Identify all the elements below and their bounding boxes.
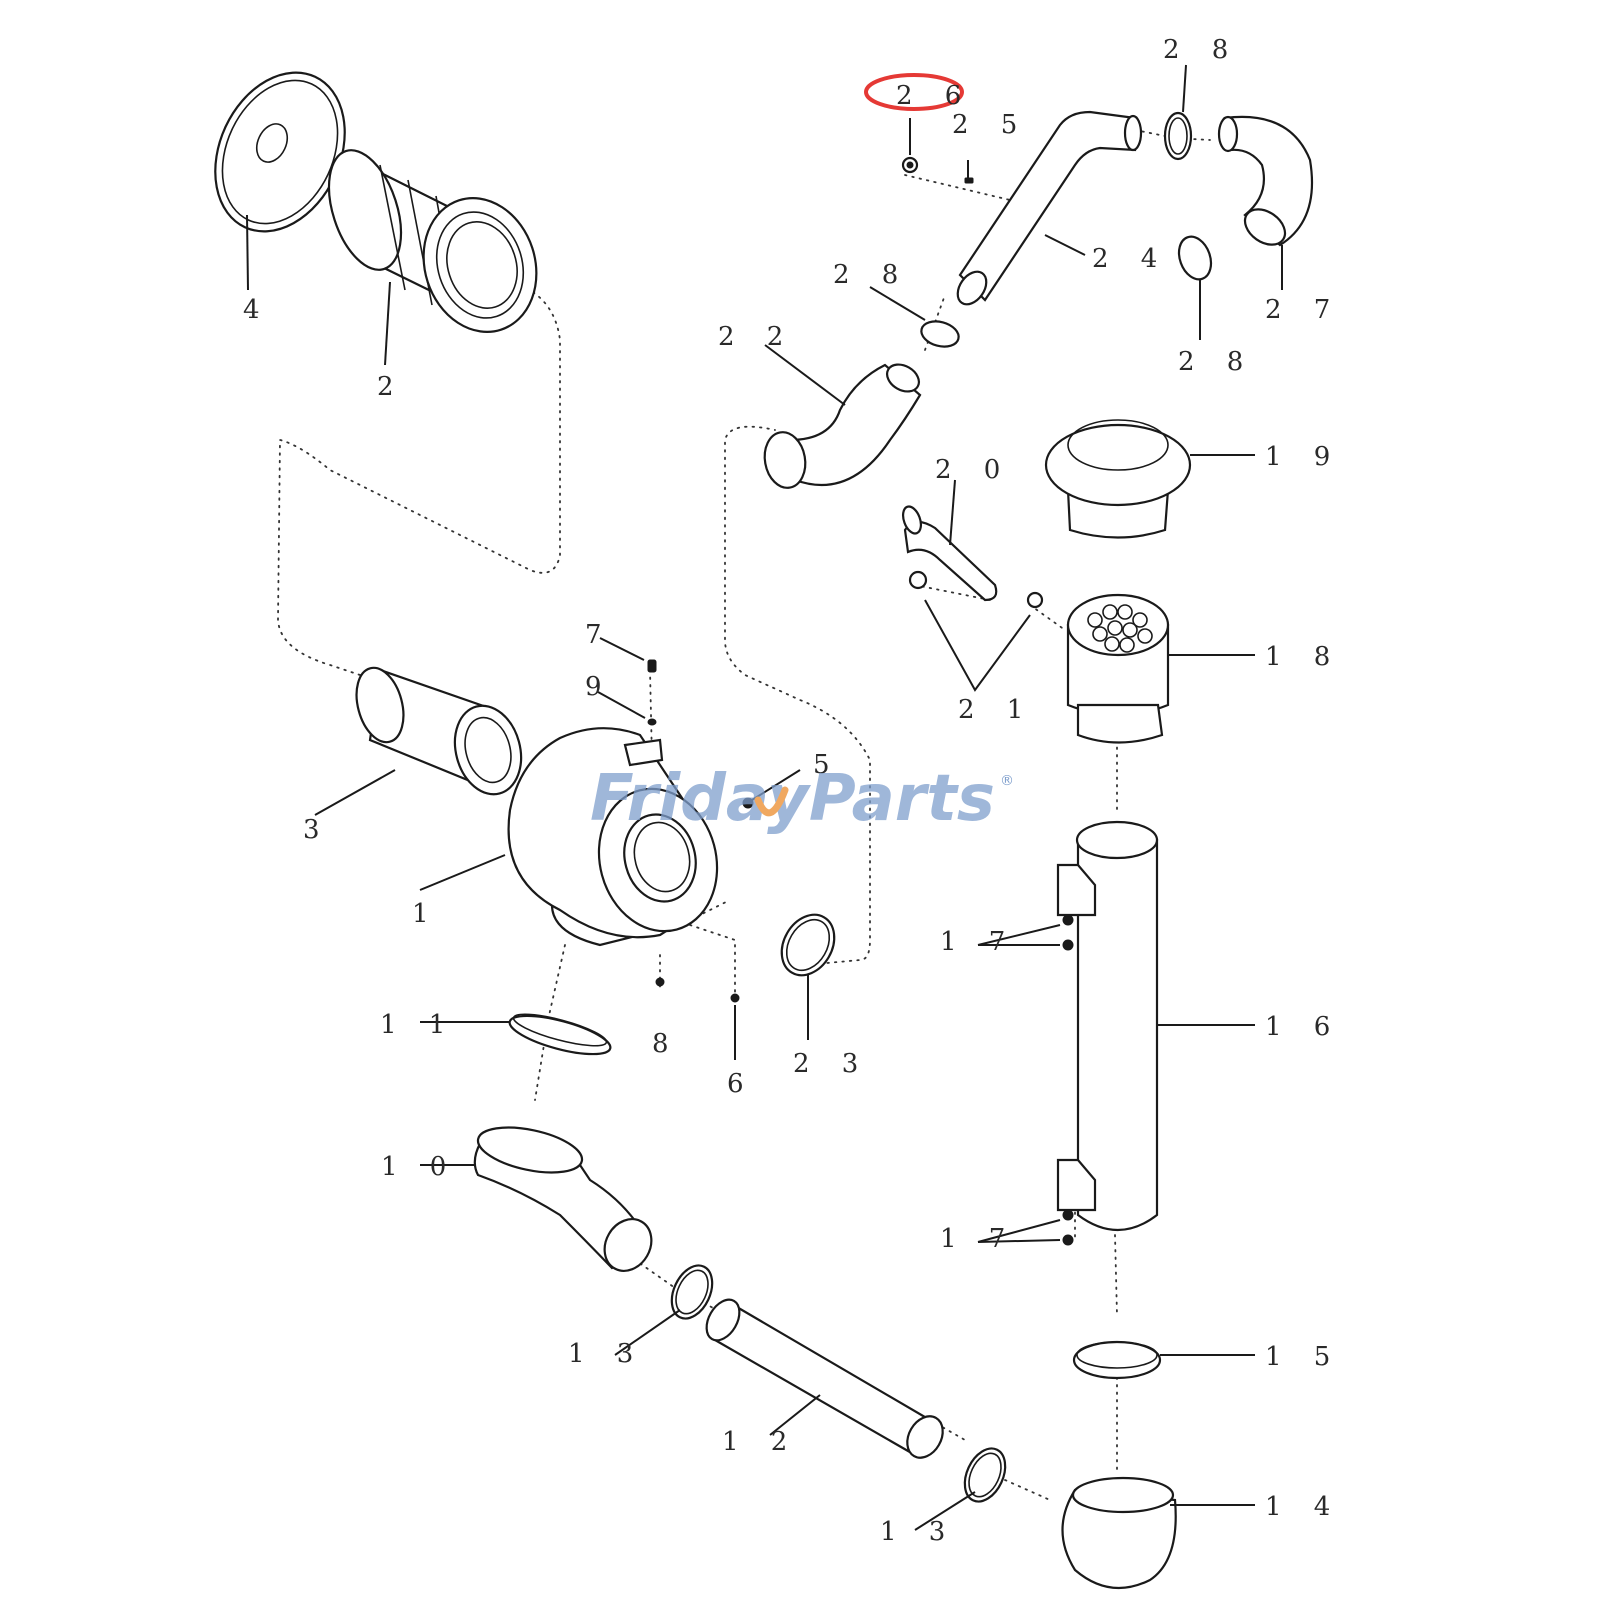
callout-labels: 1 2 3 4 5 6 7 8 9 1 0 1 1 1 2 1 3 1 3 1 … bbox=[243, 35, 1342, 1547]
part-13-clamp-b bbox=[914, 1447, 1007, 1531]
fridayparts-watermark-logo: FridayParts ® bbox=[590, 762, 1014, 836]
callout-2: 2 bbox=[377, 372, 406, 402]
callout-16: 1 6 bbox=[1265, 1012, 1342, 1042]
part-23-clamp bbox=[780, 913, 836, 1040]
highlight-circle bbox=[864, 73, 964, 111]
part-27-elbow bbox=[1217, 115, 1314, 290]
part-28-clamp-right bbox=[1177, 235, 1213, 340]
fasteners-7-9 bbox=[597, 637, 657, 726]
part-12-tube bbox=[705, 1298, 944, 1459]
callout-13a: 1 3 bbox=[568, 1339, 645, 1369]
part-17-bolts-upper bbox=[977, 914, 1074, 951]
callout-18: 1 8 bbox=[1265, 642, 1342, 672]
callout-12: 1 2 bbox=[722, 1427, 799, 1457]
callout-13b: 1 3 bbox=[880, 1517, 957, 1547]
callout-5: 5 bbox=[813, 750, 842, 780]
part-24-bent-pipe bbox=[956, 110, 1143, 306]
callout-28c: 2 8 bbox=[1178, 347, 1255, 377]
callout-9: 9 bbox=[585, 672, 614, 702]
part-14-elbow bbox=[1061, 1476, 1255, 1590]
callout-4: 4 bbox=[243, 295, 272, 325]
fastener-6 bbox=[730, 993, 740, 1060]
part-2-outer-filter bbox=[327, 149, 538, 366]
callout-23: 2 3 bbox=[793, 1049, 870, 1079]
callout-21: 2 1 bbox=[958, 695, 1035, 725]
part-28-clamp-top bbox=[1163, 64, 1193, 161]
callout-25: 2 5 bbox=[952, 110, 1029, 140]
part-16-exhaust-pipe bbox=[1056, 820, 1255, 1232]
watermark-swoosh bbox=[754, 786, 789, 817]
part-17-bolts-lower bbox=[977, 1209, 1074, 1246]
part-22-elbow-hose bbox=[763, 344, 922, 489]
watermark-registered-mark: ® bbox=[1000, 773, 1014, 789]
part-3-inner-filter bbox=[314, 666, 523, 816]
callout-10: 1 0 bbox=[381, 1152, 458, 1182]
callout-3: 3 bbox=[303, 815, 332, 845]
part-10-inlet-elbow bbox=[420, 1126, 653, 1272]
part-1-air-cleaner-housing bbox=[419, 727, 719, 947]
part-11-clamp bbox=[420, 1013, 612, 1056]
part-25-washer bbox=[964, 160, 974, 184]
callout-7: 7 bbox=[585, 620, 614, 650]
part-13-clamp-a bbox=[614, 1264, 714, 1356]
part-15-clamp bbox=[1072, 1340, 1255, 1380]
part-28-clamp-mid bbox=[869, 286, 960, 348]
callout-22: 2 2 bbox=[718, 322, 795, 352]
callout-20: 2 0 bbox=[935, 455, 1012, 485]
callout-28a: 2 8 bbox=[1163, 35, 1240, 65]
callout-8: 8 bbox=[652, 1029, 681, 1059]
callout-28b: 2 8 bbox=[833, 260, 910, 290]
part-20-small-hose bbox=[901, 479, 998, 602]
callout-17b: 1 7 bbox=[940, 1224, 1017, 1254]
callout-14: 1 4 bbox=[1265, 1492, 1342, 1522]
callout-1: 1 bbox=[412, 899, 441, 929]
part-19-rain-cap bbox=[1044, 419, 1255, 539]
fastener-5 bbox=[742, 769, 801, 809]
callout-19: 1 9 bbox=[1265, 442, 1342, 472]
part-26-nut bbox=[901, 118, 919, 174]
watermark-brand: FridayParts bbox=[590, 762, 995, 836]
callout-17a: 1 7 bbox=[940, 927, 1017, 957]
callout-15: 1 5 bbox=[1265, 1342, 1342, 1372]
callout-6: 6 bbox=[727, 1069, 756, 1099]
part-4-gasket bbox=[214, 71, 346, 291]
callout-24: 2 4 bbox=[1092, 244, 1169, 274]
part-21-small-clamps bbox=[908, 570, 1044, 692]
callout-11: 1 1 bbox=[380, 1010, 457, 1040]
callout-26: 2 6 bbox=[896, 81, 973, 111]
part-18-precleaner bbox=[1066, 593, 1255, 744]
fastener-8 bbox=[655, 977, 665, 987]
callout-27: 2 7 bbox=[1265, 295, 1342, 325]
